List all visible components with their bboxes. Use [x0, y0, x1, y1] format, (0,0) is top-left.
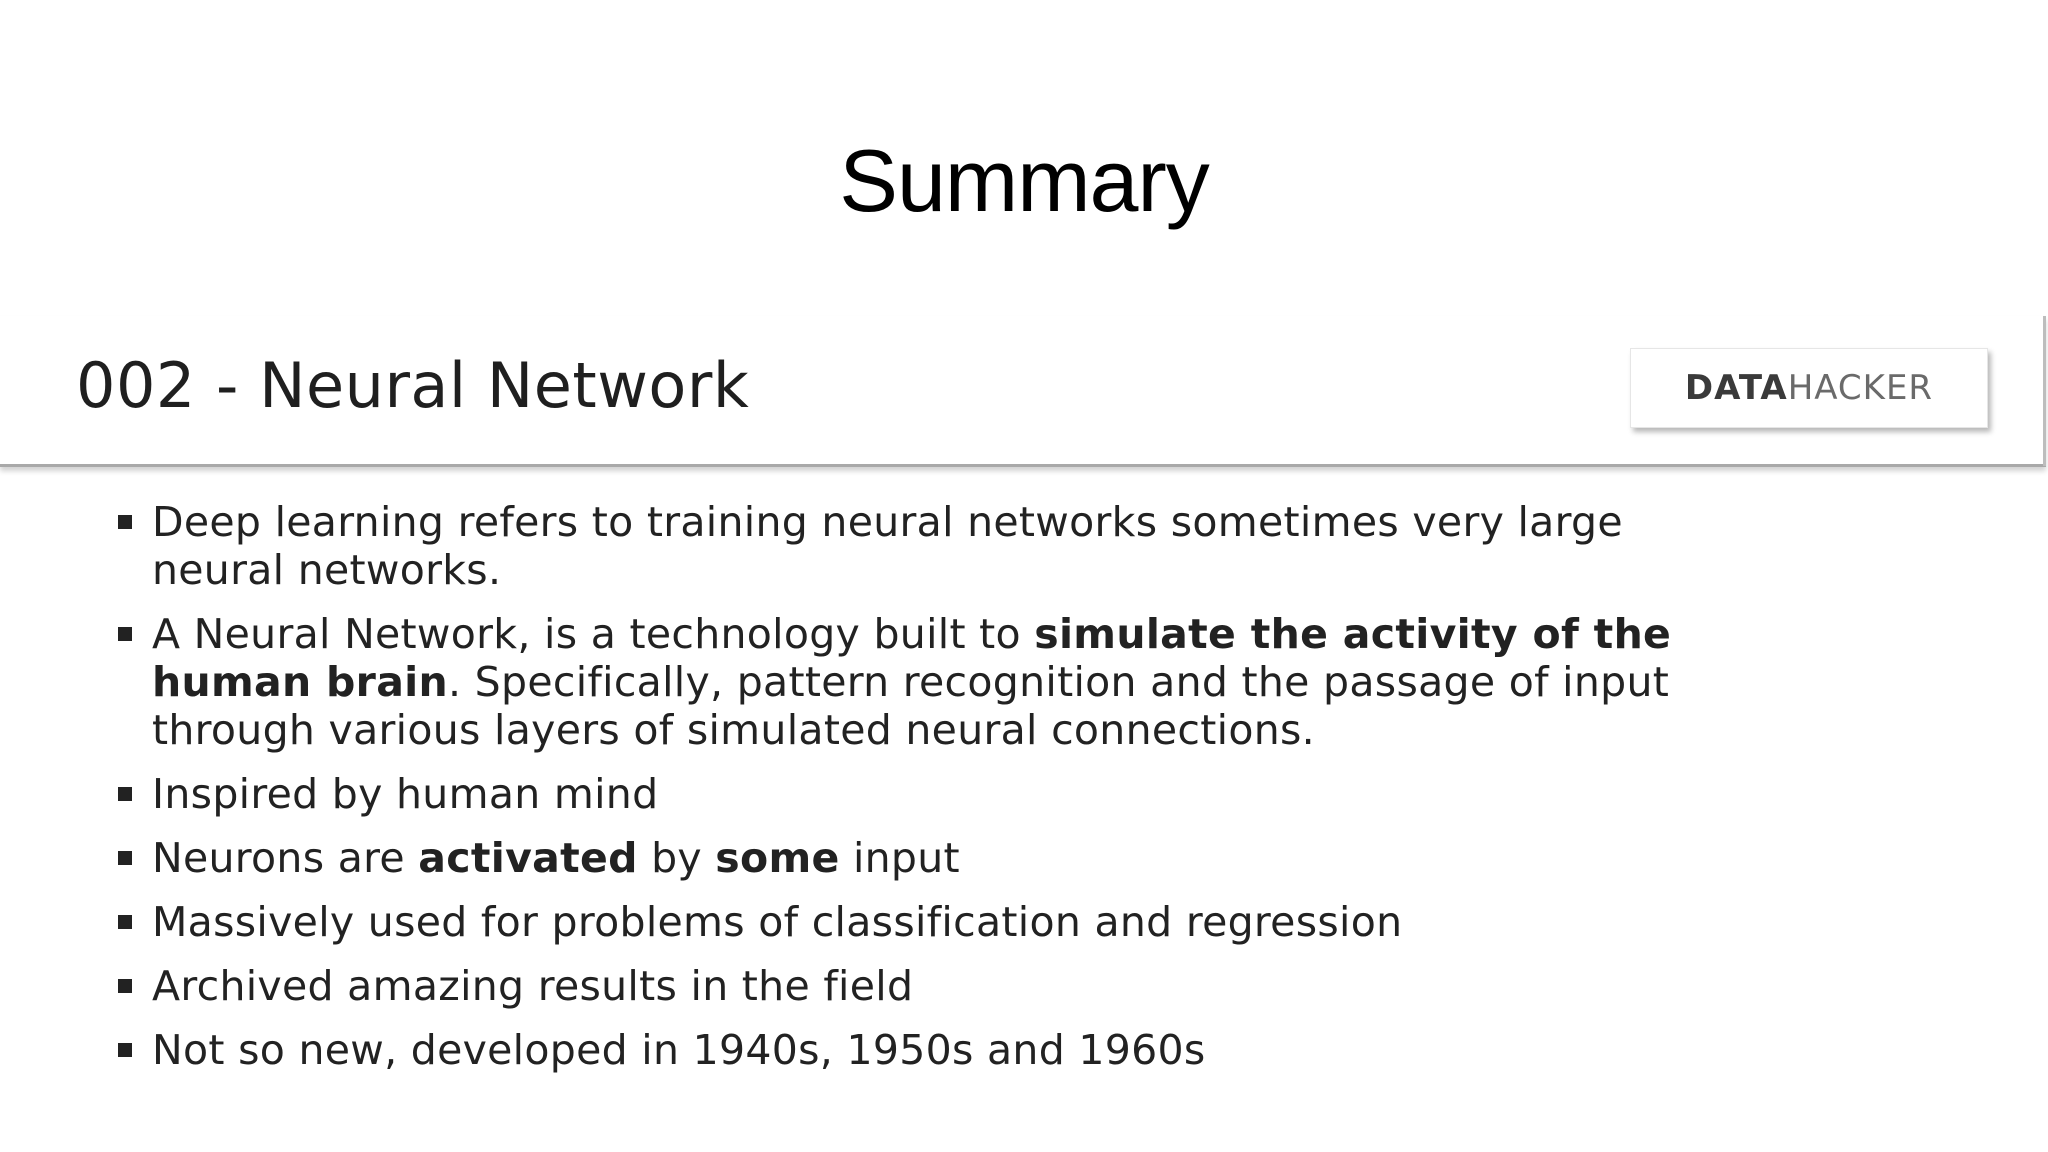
- bullet-item: Deep learning refers to training neural …: [116, 498, 1916, 594]
- square-bullet-icon: [118, 1043, 132, 1057]
- bullet-text: input: [839, 834, 960, 882]
- logo-text-light: HACKER: [1787, 368, 1934, 408]
- embedded-slide-title: 002 - Neural Network: [76, 349, 750, 422]
- bullet-text-bold: activated: [418, 834, 638, 882]
- bullet-text-bold: human brain: [152, 658, 449, 706]
- bullet-text: Archived amazing results in the field: [152, 962, 914, 1010]
- bullet-item: A Neural Network, is a technology built …: [116, 610, 1916, 754]
- square-bullet-icon: [118, 627, 132, 641]
- square-bullet-icon: [118, 787, 132, 801]
- bullet-list: Deep learning refers to training neural …: [116, 498, 1916, 1090]
- embedded-slide: 002 - Neural Network DATAHACKER Deep lea…: [0, 316, 2046, 1076]
- logo-text-strong: DATA: [1684, 368, 1788, 408]
- bullet-item: Not so new, developed in 1940s, 1950s an…: [116, 1026, 1916, 1074]
- bullet-item: Inspired by human mind: [116, 770, 1916, 818]
- bullet-text-bold: some: [715, 834, 840, 882]
- bullet-text: Inspired by human mind: [152, 770, 659, 818]
- bullet-text: Massively used for problems of classific…: [152, 898, 1403, 946]
- bullet-text: A Neural Network, is a technology built …: [152, 610, 1035, 658]
- bullet-text-bold: simulate the activity of the: [1034, 610, 1672, 658]
- bullet-item: Neurons are activated by some input: [116, 834, 1916, 882]
- slide-title: Summary: [839, 131, 1210, 230]
- header-right-rule: [2043, 316, 2046, 466]
- bullet-text: Deep learning refers to training neural …: [152, 498, 1623, 546]
- bullet-item: Massively used for problems of classific…: [116, 898, 1916, 946]
- logo-text: DATAHACKER: [1685, 368, 1933, 408]
- square-bullet-icon: [118, 915, 132, 929]
- bullet-text: neural networks.: [152, 546, 502, 594]
- square-bullet-icon: [118, 515, 132, 529]
- bullet-text: Not so new, developed in 1940s, 1950s an…: [152, 1026, 1206, 1074]
- bullet-text: by: [637, 834, 716, 882]
- bullet-text: through various layers of simulated neur…: [152, 706, 1315, 754]
- square-bullet-icon: [118, 979, 132, 993]
- bullet-item: Archived amazing results in the field: [116, 962, 1916, 1010]
- embedded-slide-header: 002 - Neural Network DATAHACKER: [0, 316, 2046, 467]
- bullet-text: Neurons are: [152, 834, 419, 882]
- datahacker-logo: DATAHACKER: [1630, 348, 1988, 428]
- square-bullet-icon: [118, 851, 132, 865]
- bullet-text: . Specifically, pattern recognition and …: [448, 658, 1670, 706]
